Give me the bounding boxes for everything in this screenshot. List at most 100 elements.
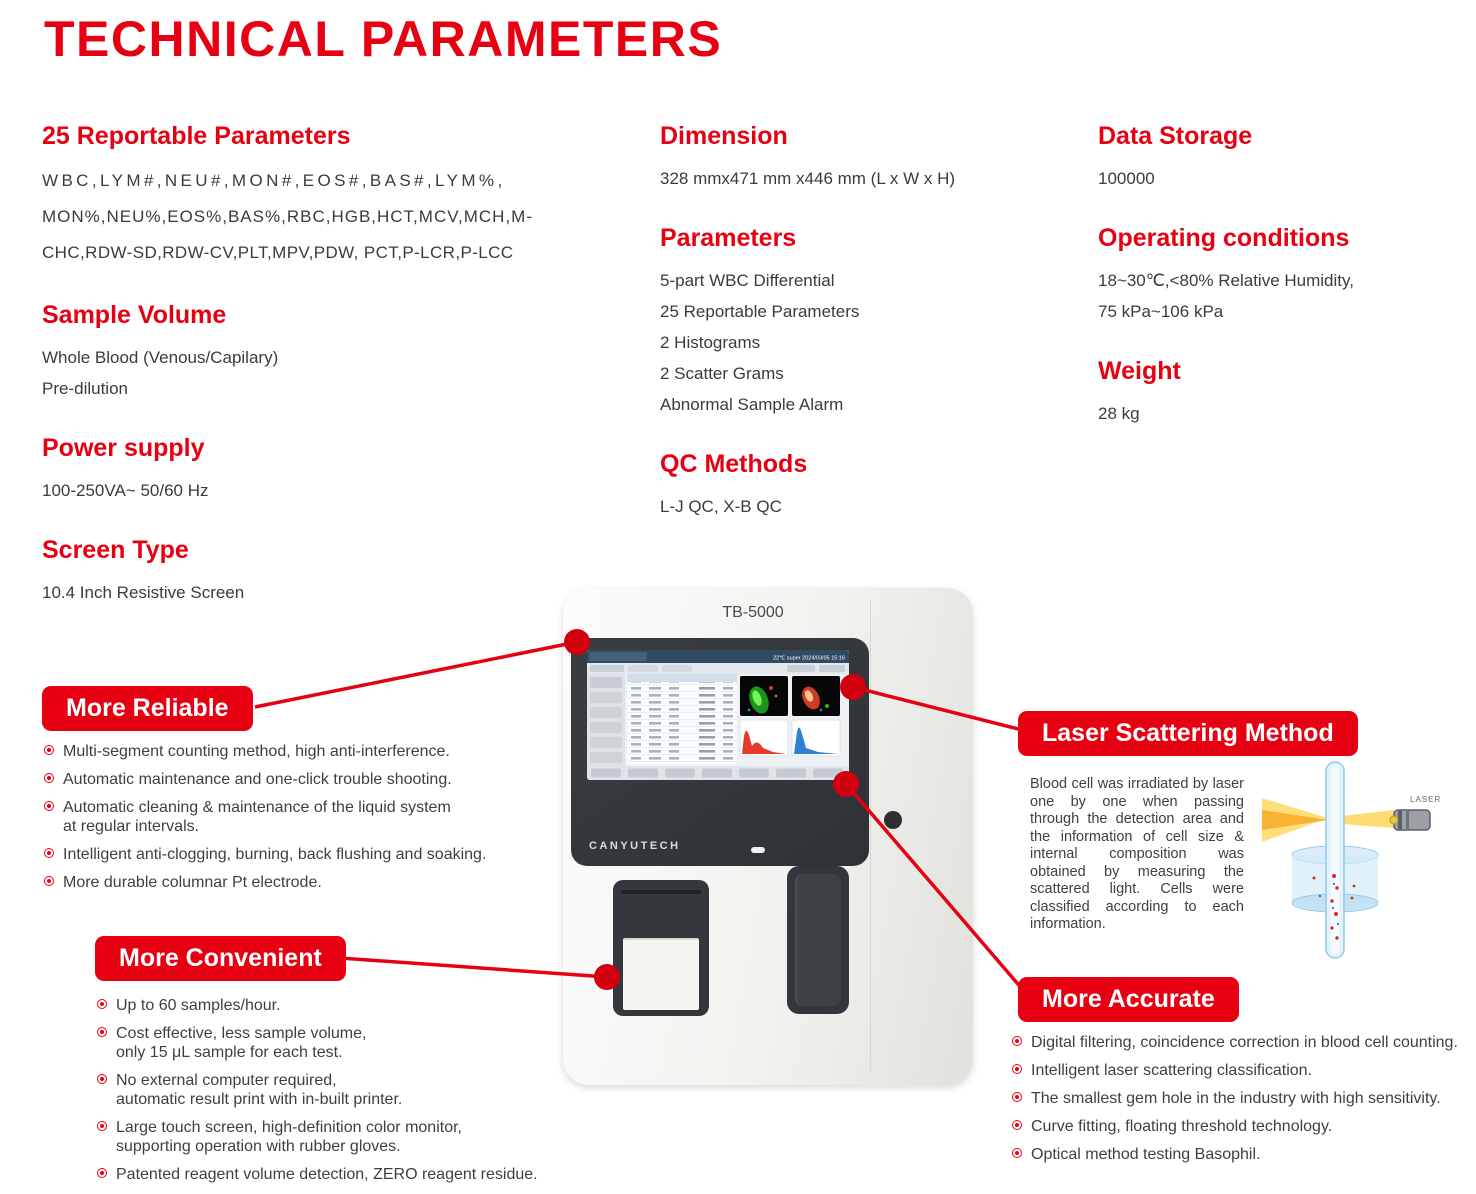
list-item: Intelligent laser scattering classificat…	[1012, 1061, 1474, 1080]
spec-section-reportable-parameters: 25 Reportable Parameters WBC,LYM#,NEU#,M…	[42, 122, 547, 271]
spec-line: 2 Scatter Grams	[660, 364, 784, 383]
spec-line: MON%,NEU%,EOS%,BAS%,RBC,HGB,HCT,MCV,MCH,…	[42, 207, 533, 226]
device-screen: 22℃ super 2024/03/05 15:16	[587, 650, 849, 780]
bullet-icon	[1012, 1036, 1022, 1046]
spec-line: 2 Histograms	[660, 333, 761, 352]
spec-section-weight: Weight 28 kg	[1098, 357, 1473, 429]
list-item-text: Intelligent laser scattering classificat…	[1031, 1062, 1313, 1079]
list-item-text: Large touch screen, high-definition colo…	[116, 1119, 462, 1155]
screen-status-text: 22℃ super 2024/03/05 15:16	[773, 656, 845, 662]
list-item-text: Curve fitting, floating threshold techno…	[1031, 1118, 1333, 1135]
list-item: Cost effective, less sample volume, only…	[97, 1024, 557, 1062]
spec-line: 100000	[1098, 169, 1155, 188]
spec-section-power-supply: Power supply 100-250VA~ 50/60 Hz	[42, 434, 547, 506]
model-label: TB-5000	[722, 604, 784, 621]
tube-holder	[787, 866, 849, 1014]
list-item: Up to 60 samples/hour.	[97, 996, 557, 1015]
spec-section-data-storage: Data Storage 100000	[1098, 122, 1473, 194]
spec-line: Whole Blood (Venous/Capilary)	[42, 348, 279, 367]
spec-heading: QC Methods	[660, 450, 808, 478]
spec-section-sample-volume: Sample Volume Whole Blood (Venous/Capila…	[42, 301, 547, 404]
spec-heading: Dimension	[660, 122, 788, 150]
bullet-icon	[97, 1168, 107, 1178]
spec-line: Pre-dilution	[42, 379, 128, 398]
spec-line: 100-250VA~ 50/60 Hz	[42, 481, 209, 500]
laser-beam-right	[1342, 810, 1394, 828]
spec-heading: 25 Reportable Parameters	[42, 122, 351, 150]
spec-line: L-J QC, X-B QC	[660, 497, 782, 516]
screen-table-header	[627, 674, 737, 682]
spec-line: 25 Reportable Parameters	[660, 302, 860, 321]
bullet-icon	[44, 848, 54, 858]
more-convenient-list: Up to 60 samples/hour. Cost effective, l…	[97, 996, 557, 1193]
analyzer-device: TB-5000	[563, 588, 973, 1085]
bullet-icon	[97, 1074, 107, 1084]
home-button	[751, 847, 765, 853]
list-item-text: Digital filtering, coincidence correctio…	[1031, 1034, 1458, 1051]
spec-heading: Sample Volume	[42, 301, 227, 329]
list-item: Multi-segment counting method, high anti…	[44, 742, 532, 761]
callout-more-convenient: More Convenient	[95, 936, 346, 981]
list-item-text: Optical method testing Basophil.	[1031, 1146, 1261, 1163]
list-item: Automatic maintenance and one-click trou…	[44, 770, 532, 789]
brand-label: CANYUTECH	[589, 840, 681, 852]
callout-more-accurate: More Accurate	[1018, 977, 1239, 1022]
list-item: No external computer required, automatic…	[97, 1071, 557, 1109]
list-item: Automatic cleaning & maintenance of the …	[44, 798, 532, 836]
bullet-icon	[97, 1027, 107, 1037]
laser-diagram: LASER	[1262, 761, 1441, 959]
list-item-text: Up to 60 samples/hour.	[116, 997, 281, 1014]
screen-table-rows	[627, 682, 737, 764]
bullet-icon	[97, 1121, 107, 1131]
spec-line: 10.4 Inch Resistive Screen	[42, 583, 245, 602]
list-item: Digital filtering, coincidence correctio…	[1012, 1033, 1474, 1052]
device-seam	[870, 600, 871, 1073]
list-item: Patented reagent volume detection, ZERO …	[97, 1165, 557, 1184]
bullet-icon	[1012, 1120, 1022, 1130]
histogram-plt	[791, 719, 841, 757]
more-reliable-list: Multi-segment counting method, high anti…	[44, 742, 532, 901]
spec-line: 5-part WBC Differential	[660, 271, 835, 290]
bullet-icon	[44, 773, 54, 783]
laser-scattering-description: Blood cell was irradiated by laser one b…	[1030, 776, 1244, 932]
bullet-icon	[44, 876, 54, 886]
spec-heading: Screen Type	[42, 536, 189, 564]
list-item-text: Multi-segment counting method, high anti…	[63, 743, 450, 760]
printer	[613, 880, 709, 1016]
spec-heading: Weight	[1098, 357, 1181, 385]
list-item-text: More durable columnar Pt electrode.	[63, 874, 322, 891]
tube-holder-inner	[795, 874, 841, 1006]
list-item-text: Automatic maintenance and one-click trou…	[63, 771, 452, 788]
callout-laser-scattering: Laser Scattering Method	[1018, 711, 1358, 756]
spec-line: WBC,LYM#,NEU#,MON#,EOS#,BAS#,LYM%,	[42, 171, 506, 190]
list-item-text: No external computer required, automatic…	[116, 1072, 403, 1108]
list-item-text: The smallest gem hole in the industry wi…	[1031, 1090, 1441, 1107]
list-item: Large touch screen, high-definition colo…	[97, 1118, 557, 1156]
spec-section-dimension: Dimension 328 mmx471 mm x446 mm (L x W x…	[660, 122, 1090, 194]
bullet-icon	[44, 745, 54, 755]
more-accurate-list: Digital filtering, coincidence correctio…	[1012, 1033, 1474, 1173]
bullet-icon	[1012, 1148, 1022, 1158]
connector-more-reliable	[254, 640, 578, 709]
list-item: Intelligent anti-clogging, burning, back…	[44, 845, 532, 864]
histogram-wbc	[739, 719, 789, 757]
spec-column-right: Data Storage 100000 Operating conditions…	[1098, 122, 1473, 459]
device-front-bezel: 22℃ super 2024/03/05 15:16	[571, 638, 869, 866]
spec-heading: Parameters	[660, 224, 797, 252]
spec-column-middle: Dimension 328 mmx471 mm x446 mm (L x W x…	[660, 122, 1090, 552]
list-item-text: Cost effective, less sample volume, only…	[116, 1025, 367, 1061]
scattergram-1	[740, 676, 788, 716]
spec-line: 75 kPa~106 kPa	[1098, 302, 1224, 321]
list-item: Optical method testing Basophil.	[1012, 1145, 1474, 1164]
list-item: The smallest gem hole in the industry wi…	[1012, 1089, 1474, 1108]
spec-column-left: 25 Reportable Parameters WBC,LYM#,NEU#,M…	[42, 122, 547, 638]
spec-line: 328 mmx471 mm x446 mm (L x W x H)	[660, 169, 956, 188]
spec-section-qc-methods: QC Methods L-J QC, X-B QC	[660, 450, 1090, 522]
spec-section-operating-conditions: Operating conditions 18~30℃,<80% Relativ…	[1098, 224, 1473, 327]
laser-label: LASER	[1410, 795, 1441, 804]
device-screen-ui: 22℃ super 2024/03/05 15:16	[587, 650, 849, 780]
callout-more-reliable: More Reliable	[42, 686, 253, 731]
bullet-icon	[44, 801, 54, 811]
spec-section-screen-type: Screen Type 10.4 Inch Resistive Screen	[42, 536, 547, 608]
